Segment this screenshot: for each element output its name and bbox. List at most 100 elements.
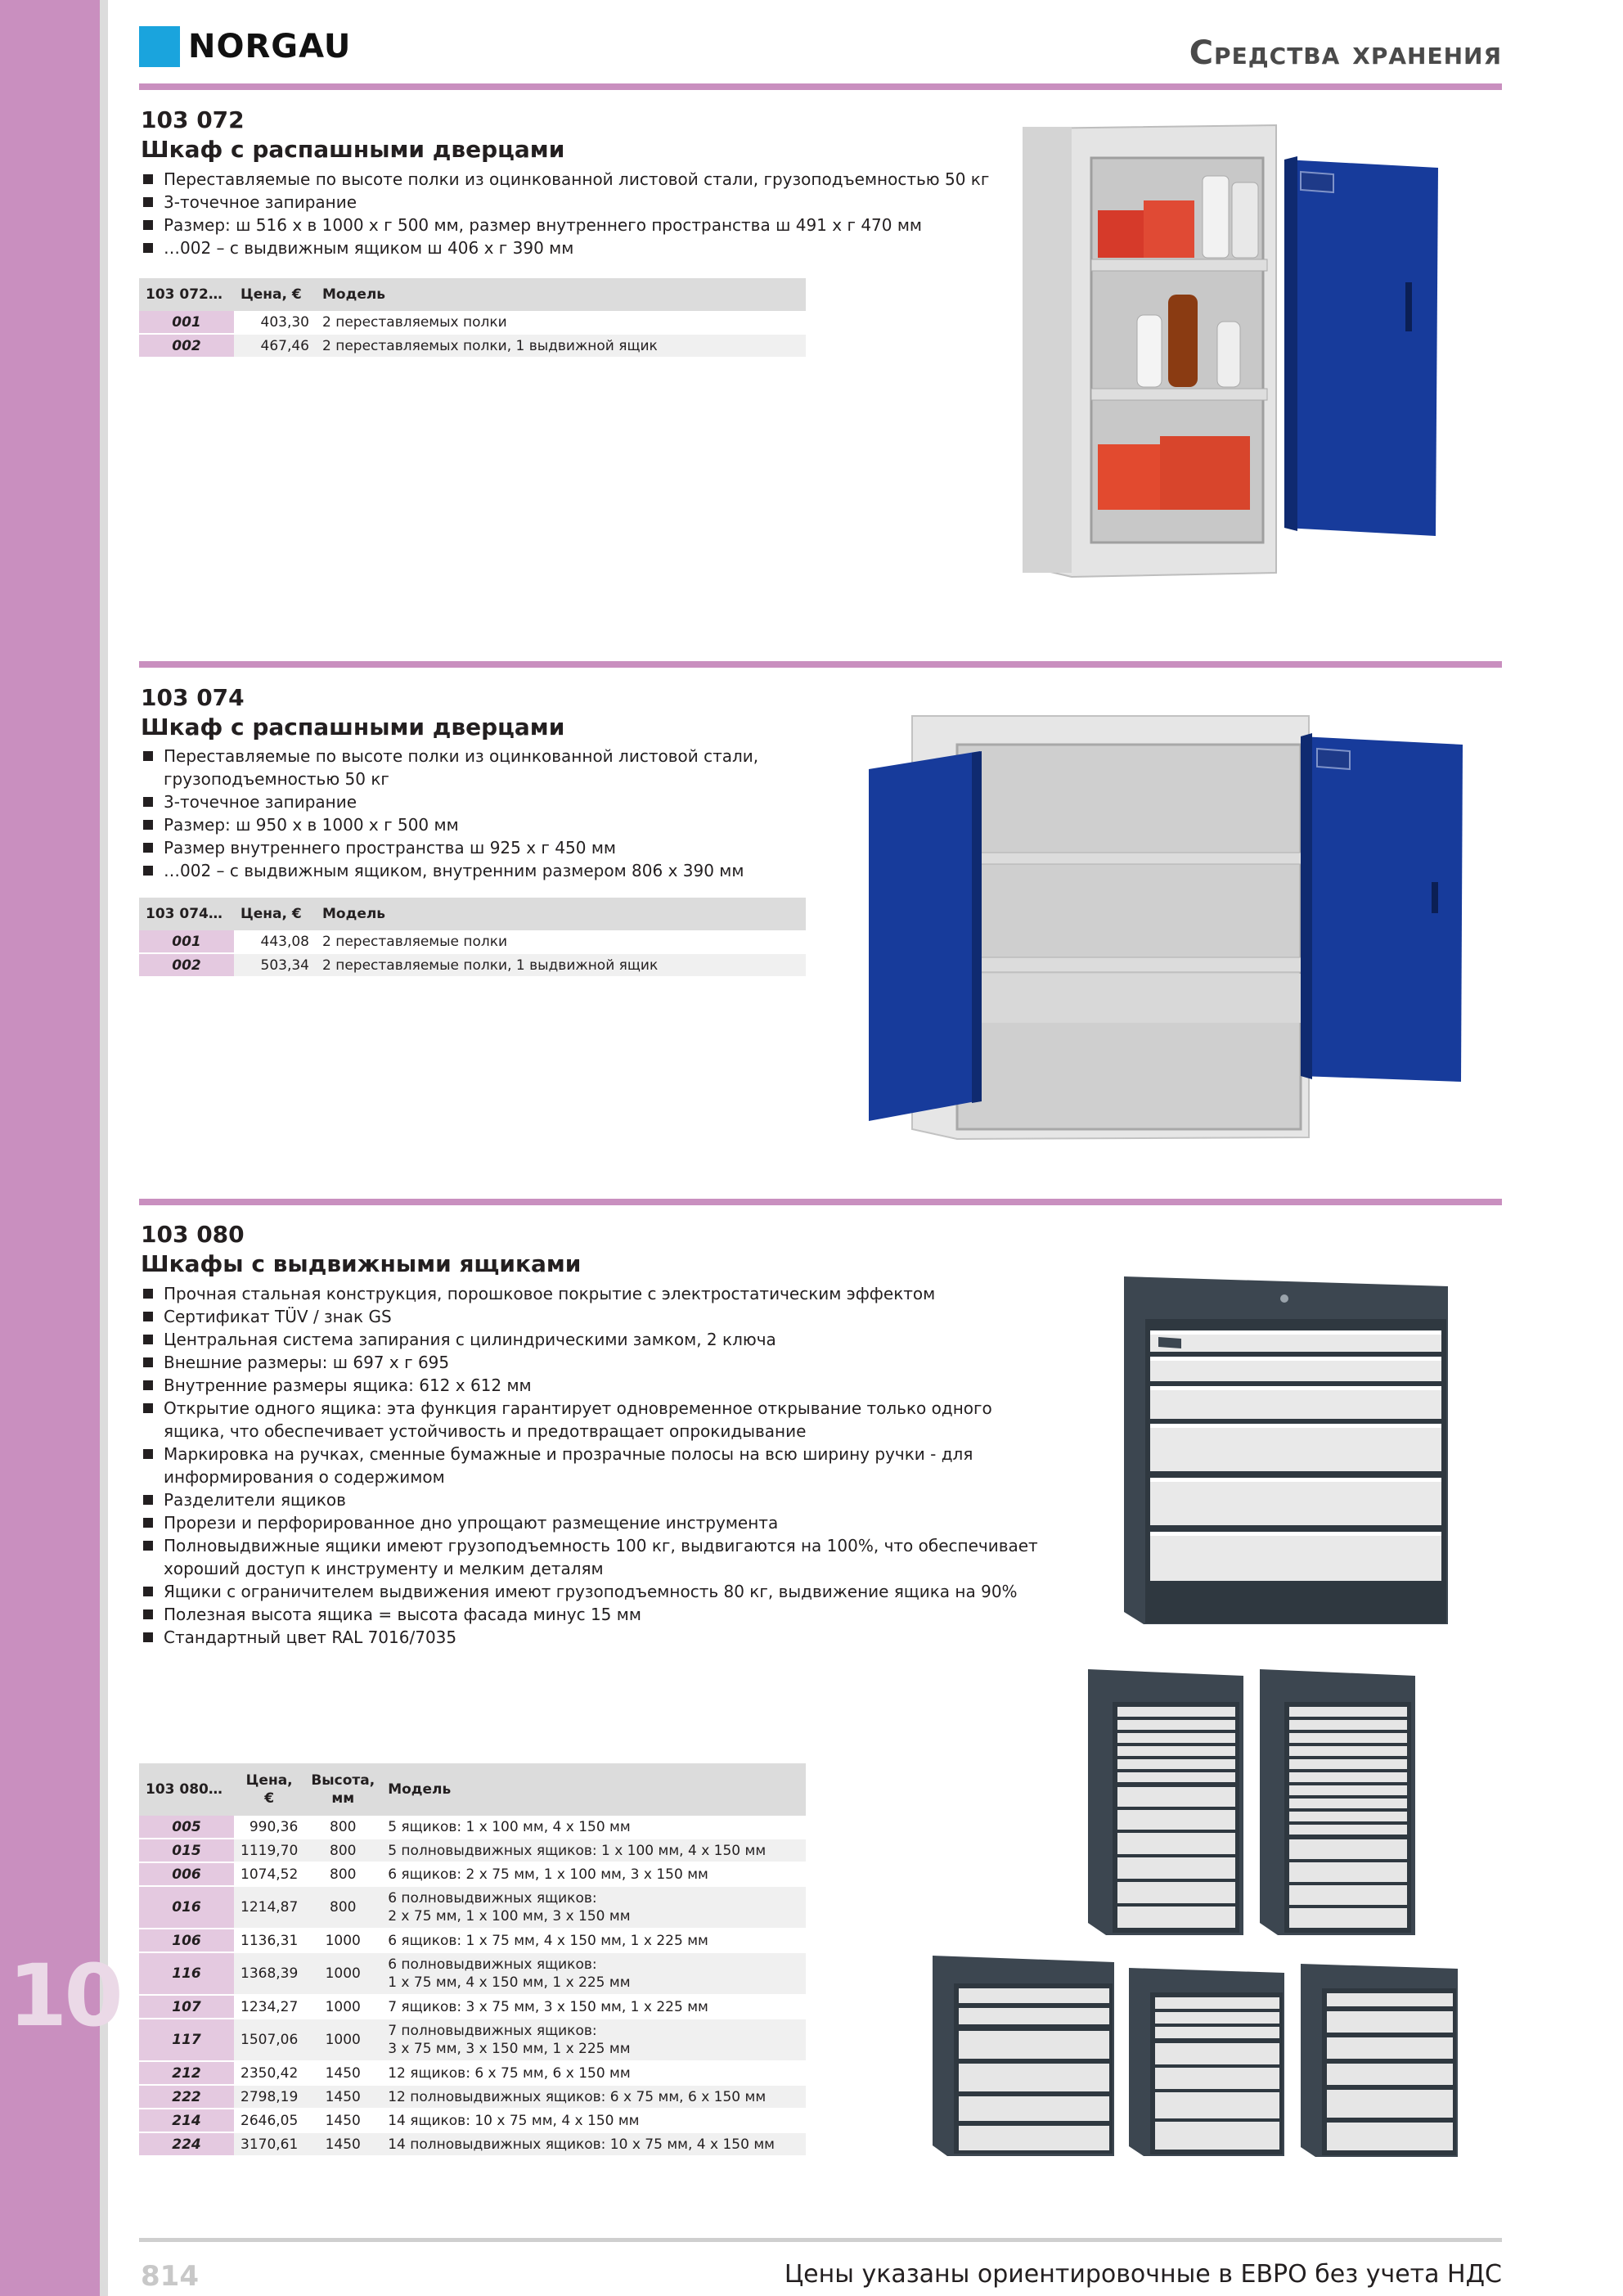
- tall-drawer-cabinet-image: [1088, 1669, 1243, 1935]
- table-row: 002 503,34 2 переставляемые полки, 1 выд…: [139, 953, 806, 978]
- feature-item: …002 – с выдвижным ящиком, внутренним ра…: [143, 859, 789, 882]
- model-cell: 5 полновыдвижных ящиков: 1 x 100 мм, 4 x…: [381, 1839, 806, 1863]
- height-cell: 800: [304, 1886, 382, 1929]
- sidebar: [0, 0, 100, 2296]
- feature-list: Прочная стальная конструкция, порошковое…: [143, 1282, 1043, 1649]
- feature-item: Переставляемые по высоте полки из оцинко…: [143, 168, 1010, 191]
- column-header: Цена, €: [234, 1763, 305, 1816]
- table-row: 224 3170,61 1450 14 полновыдвижных ящико…: [139, 2132, 806, 2157]
- table-row: 001 403,30 2 переставляемых полки: [139, 311, 806, 335]
- price-cell: 443,08: [234, 930, 316, 954]
- price-note: Цены указаны ориентировочные в ЕВРО без …: [784, 2260, 1502, 2289]
- price-cell: 1074,52: [234, 1862, 305, 1887]
- feature-item: Внутренние размеры ящика: 612 x 612 мм: [143, 1374, 1043, 1397]
- feature-list: Переставляемые по высоте полки из оцинко…: [143, 745, 789, 882]
- table-row: 116 1368,39 1000 6 полновыдвижных ящиков…: [139, 1952, 806, 1996]
- table-row: 117 1507,06 1000 7 полновыдвижных ящиков…: [139, 2019, 806, 2062]
- medium-drawer-cabinet-image: [1129, 1968, 1284, 2156]
- model-cell: 6 ящиков: 2 x 75 мм, 1 x 100 мм, 3 x 150…: [381, 1862, 806, 1887]
- price-cell: 2646,05: [234, 2109, 305, 2133]
- column-header: Высота, мм: [304, 1763, 382, 1816]
- model-cell: 6 полновыдвижных ящиков:2 x 75 мм, 1 x 1…: [381, 1886, 806, 1929]
- model-cell: 14 полновыдвижных ящиков: 10 x 75 мм, 4 …: [381, 2132, 806, 2157]
- feature-item: Разделители ящиков: [143, 1488, 1043, 1511]
- table-header-row: 103 074… Цена, € Модель: [139, 898, 806, 930]
- model-cell: 2 переставляемых полки, 1 выдвижной ящик: [316, 334, 806, 358]
- product-title: Шкафы с выдвижными ящиками: [141, 1250, 582, 1277]
- feature-item: Внешние размеры: ш 697 x г 695: [143, 1351, 1043, 1374]
- feature-item: Ящики с ограничителем выдвижения имеют г…: [143, 1580, 1043, 1603]
- article-suffix: 222: [139, 2085, 234, 2109]
- feature-item: Прочная стальная конструкция, порошковое…: [143, 1282, 1043, 1305]
- column-header: Модель: [316, 278, 806, 311]
- table-header-row: 103 080… Цена, € Высота, мм Модель: [139, 1763, 806, 1816]
- model-cell: 2 переставляемые полки, 1 выдвижной ящик: [316, 953, 806, 978]
- column-header: Цена, €: [234, 898, 316, 930]
- model-cell: 7 ящиков: 3 x 75 мм, 3 x 150 мм, 1 x 225…: [381, 1995, 806, 2019]
- model-cell: 5 ящиков: 1 x 100 мм, 4 x 150 мм: [381, 1816, 806, 1839]
- article-suffix: 015: [139, 1839, 234, 1863]
- price-cell: 467,46: [234, 334, 316, 358]
- feature-item: 3-точечное запирание: [143, 790, 789, 813]
- column-header: 103 080…: [139, 1763, 234, 1816]
- product-code: 103 080: [141, 1221, 245, 1248]
- price-cell: 3170,61: [234, 2132, 305, 2157]
- article-suffix: 001: [139, 930, 234, 954]
- article-suffix: 001: [139, 311, 234, 335]
- table-row: 107 1234,27 1000 7 ящиков: 3 x 75 мм, 3 …: [139, 1995, 806, 2019]
- product-code: 103 072: [141, 106, 245, 133]
- price-cell: 403,30: [234, 311, 316, 335]
- article-suffix: 214: [139, 2109, 234, 2133]
- feature-item: 3-точечное запирание: [143, 191, 1010, 214]
- header-rule: [139, 83, 1502, 90]
- drawer-cabinet-image: [1124, 1276, 1448, 1624]
- model-cell: 7 полновыдвижных ящиков: 3 x 75 мм, 3 x 1…: [381, 2019, 806, 2062]
- model-cell: 12 ящиков: 6 x 75 мм, 6 x 150 мм: [381, 2061, 806, 2086]
- article-suffix: 212: [139, 2061, 234, 2086]
- model-line: 3 x 75 мм, 3 x 150 мм, 1 x 225 мм: [388, 2041, 631, 2057]
- price-table: 103 074… Цена, € Модель 001 443,08 2 пер…: [139, 898, 806, 978]
- model-cell: 2 переставляемые полки: [316, 930, 806, 954]
- height-cell: 1000: [304, 2019, 382, 2062]
- model-cell: 6 полновыдвижных ящиков:1 x 75 мм, 4 x 1…: [381, 1952, 806, 1996]
- model-line: 7 полновыдвижных ящиков:: [388, 2023, 597, 2039]
- column-header: 103 074…: [139, 898, 234, 930]
- feature-item: Полезная высота ящика = высота фасада ми…: [143, 1603, 1043, 1626]
- price-cell: 1368,39: [234, 1952, 305, 1996]
- sidebar-divider: [100, 0, 108, 2296]
- price-cell: 503,34: [234, 953, 316, 978]
- column-header: Модель: [316, 898, 806, 930]
- table-row: 222 2798,19 1450 12 полновыдвижных ящико…: [139, 2085, 806, 2109]
- feature-item: Прорези и перфорированное дно упрощают р…: [143, 1511, 1043, 1534]
- feature-list: Переставляемые по высоте полки из оцинко…: [143, 168, 1010, 259]
- price-cell: 990,36: [234, 1816, 305, 1839]
- price-cell: 1507,06: [234, 2019, 305, 2062]
- brand-name: NORGAU: [188, 28, 352, 65]
- model-cell: 14 ящиков: 10 x 75 мм, 4 x 150 мм: [381, 2109, 806, 2133]
- height-cell: 800: [304, 1839, 382, 1863]
- model-cell: 2 переставляемых полки: [316, 311, 806, 335]
- article-suffix: 002: [139, 953, 234, 978]
- feature-item: Сертификат TÜV / знак GS: [143, 1305, 1043, 1328]
- height-cell: 1450: [304, 2132, 382, 2157]
- feature-item: Центральная система запирания с цилиндри…: [143, 1328, 1043, 1351]
- table-row: 015 1119,70 800 5 полновыдвижных ящиков:…: [139, 1839, 806, 1863]
- table-row: 106 1136,31 1000 6 ящиков: 1 x 75 мм, 4 …: [139, 1929, 806, 1953]
- table-row: 212 2350,42 1450 12 ящиков: 6 x 75 мм, 6…: [139, 2061, 806, 2086]
- column-header: Цена, €: [234, 278, 316, 311]
- article-suffix: 002: [139, 334, 234, 358]
- section-rule: [139, 661, 1502, 668]
- height-cell: 800: [304, 1816, 382, 1839]
- table-row: 006 1074,52 800 6 ящиков: 2 x 75 мм, 1 x…: [139, 1862, 806, 1887]
- model-cell: 6 ящиков: 1 x 75 мм, 4 x 150 мм, 1 x 225…: [381, 1929, 806, 1953]
- model-line: 2 x 75 мм, 1 x 100 мм, 3 x 150 мм: [388, 1908, 631, 1925]
- article-suffix: 106: [139, 1929, 234, 1953]
- height-cell: 1000: [304, 1929, 382, 1953]
- price-cell: 1136,31: [234, 1929, 305, 1953]
- table-row: 214 2646,05 1450 14 ящиков: 10 x 75 мм, …: [139, 2109, 806, 2133]
- product-code: 103 074: [141, 684, 245, 711]
- norgau-logo-icon: [139, 26, 180, 67]
- model-line: 6 полновыдвижных ящиков:: [388, 1890, 597, 1907]
- feature-item: Открытие одного ящика: эта функция гаран…: [143, 1397, 1043, 1443]
- feature-item: Полновыдвижные ящики имеют грузоподъемно…: [143, 1534, 1043, 1580]
